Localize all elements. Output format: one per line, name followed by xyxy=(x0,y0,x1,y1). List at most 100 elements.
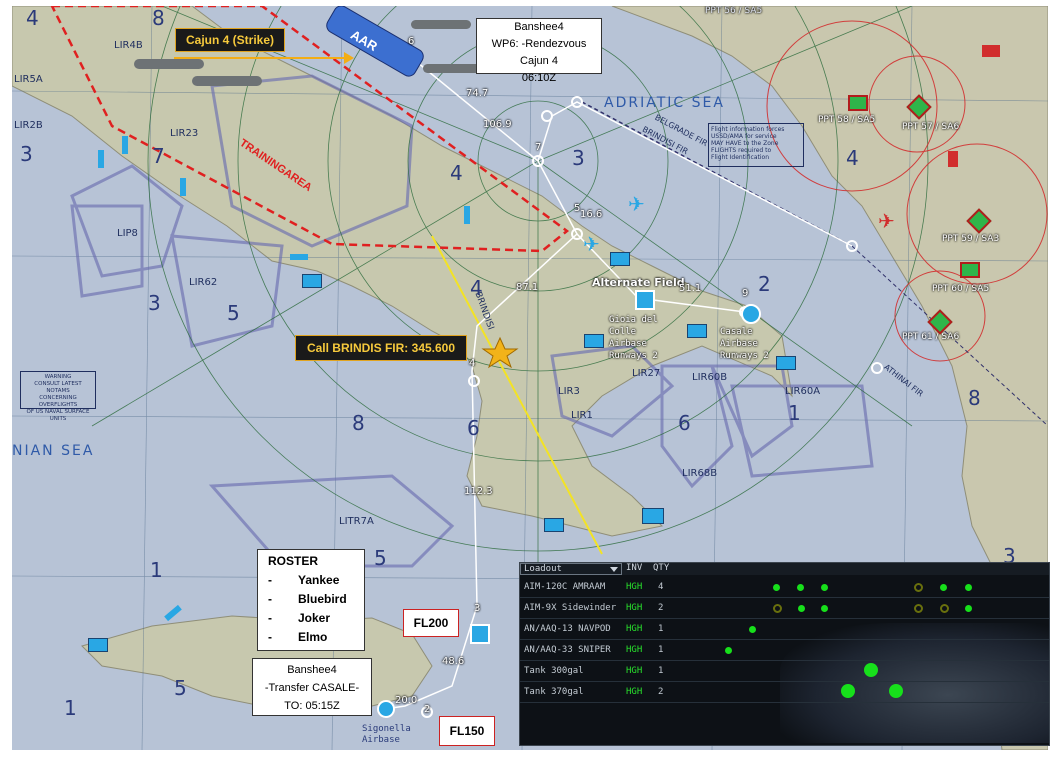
loadout-title: Loadout xyxy=(524,564,562,574)
cajun-strike-label: Cajun 4 (Strike) xyxy=(185,33,275,47)
loadout-row[interactable]: AIM-120C AMRAAM HGH 4 xyxy=(520,577,1049,598)
station-dot[interactable] xyxy=(821,605,828,612)
loadout-row[interactable]: Tank 300gal HGH 1 xyxy=(520,661,1049,682)
waypoint-5: 5 xyxy=(574,203,581,214)
banshee-callsign: Banshee4 xyxy=(287,664,337,676)
airbase-icon[interactable] xyxy=(470,624,490,644)
grid-number: 8 xyxy=(152,6,165,30)
friendly-aircraft-icon[interactable] xyxy=(98,150,104,168)
grid-number: 4 xyxy=(26,6,39,30)
friendly-aircraft-icon[interactable] xyxy=(122,136,128,154)
jet-icon[interactable] xyxy=(134,59,204,69)
jet-icon[interactable] xyxy=(192,76,262,86)
station-dot[interactable] xyxy=(940,584,947,591)
station-dot[interactable] xyxy=(773,604,782,613)
station-dot[interactable] xyxy=(841,684,855,698)
brindisi-fir-callout[interactable]: Call BRINDIS FIR: 345.600 xyxy=(295,335,467,361)
hostile-unit-icon[interactable] xyxy=(982,45,1000,57)
ship-icon[interactable] xyxy=(584,334,604,348)
station-dot[interactable] xyxy=(725,647,732,654)
ship-icon[interactable] xyxy=(642,508,664,524)
store-name: AN/AAQ-33 SNIPER xyxy=(524,645,611,655)
chevron-down-icon xyxy=(610,567,618,572)
banshee-transfer-callout[interactable]: Banshee4 -Transfer CASALE- TO: 05:15Z xyxy=(252,658,372,716)
loadout-row[interactable]: AN/AAQ-13 NAVPOD HGH 1 xyxy=(520,619,1049,640)
station-dot[interactable] xyxy=(965,584,972,591)
ship-icon[interactable] xyxy=(544,518,564,532)
station-dot[interactable] xyxy=(940,604,949,613)
leg-distance: 112.3 xyxy=(464,486,493,497)
station-dot[interactable] xyxy=(749,626,756,633)
ship-icon[interactable] xyxy=(687,324,707,338)
ship-icon[interactable] xyxy=(776,356,796,370)
station-dot[interactable] xyxy=(773,584,780,591)
waypoint-7: 7 xyxy=(535,142,542,153)
friendly-aircraft-icon[interactable] xyxy=(290,254,308,260)
waypoint-3: 3 xyxy=(474,603,481,614)
col-inv-header: INV xyxy=(626,563,643,573)
store-inventory: HGH xyxy=(626,582,643,592)
jet-icon[interactable] xyxy=(423,64,493,73)
ppt-label: PPT 56 / SA5 xyxy=(705,6,763,16)
sam-site-icon[interactable] xyxy=(848,95,868,111)
airbase-icon[interactable] xyxy=(377,700,395,718)
station-dot[interactable] xyxy=(797,584,804,591)
grid-number: 7 xyxy=(152,144,165,168)
cajun-direction-arrow xyxy=(174,57,344,59)
friendly-aircraft-icon[interactable]: ✈ xyxy=(583,232,600,256)
loadout-row[interactable]: AN/AAQ-33 SNIPER HGH 1 xyxy=(520,640,1049,661)
roster-panel: ROSTER -Yankee -Bluebird -Joker -Elmo xyxy=(257,549,365,651)
ppt-label: PPT 57 / SA6 xyxy=(902,122,960,132)
store-name: AN/AAQ-13 NAVPOD xyxy=(524,624,611,634)
station-dot[interactable] xyxy=(821,584,828,591)
ship-icon[interactable] xyxy=(302,274,322,288)
sam-site-icon[interactable] xyxy=(960,262,980,278)
station-dot[interactable] xyxy=(914,583,923,592)
ship-icon[interactable] xyxy=(88,638,108,652)
loadout-dropdown[interactable]: Loadout xyxy=(520,563,622,575)
fl200-label: FL200 xyxy=(403,609,459,637)
station-dot[interactable] xyxy=(965,605,972,612)
airspace-label: LIR3 xyxy=(558,386,580,397)
friendly-aircraft-icon[interactable]: ✈ xyxy=(628,192,645,216)
loadout-row[interactable]: Tank 370gal HGH 2 xyxy=(520,682,1049,703)
hostile-aircraft-icon[interactable]: ✈ xyxy=(878,209,895,233)
bearing-line xyxy=(431,235,603,555)
banshee-rendezvous-callout[interactable]: Banshee4 WP6: -Rendezvous Cajun 4 06:10Z xyxy=(476,18,602,84)
ship-icon[interactable] xyxy=(610,252,630,266)
cajun-strike-callout[interactable]: Cajun 4 (Strike) xyxy=(175,28,285,52)
station-dot[interactable] xyxy=(864,663,878,677)
loadout-row[interactable]: AIM-9X Sidewinder HGH 2 xyxy=(520,598,1049,619)
grid-number: 8 xyxy=(968,386,981,410)
grid-number: 4 xyxy=(846,146,859,170)
airspace-polygons xyxy=(70,74,874,568)
station-dot[interactable] xyxy=(798,605,805,612)
store-quantity: 2 xyxy=(658,687,664,697)
airbase-icon[interactable] xyxy=(635,290,655,310)
friendly-aircraft-icon[interactable] xyxy=(180,178,186,196)
roster-item: -Bluebird xyxy=(268,592,347,606)
station-dot[interactable] xyxy=(889,684,903,698)
jet-icon[interactable] xyxy=(411,20,471,29)
friendly-aircraft-icon[interactable] xyxy=(464,206,470,224)
store-inventory: HGH xyxy=(626,645,643,655)
banshee-callsign: Banshee4 xyxy=(514,21,564,33)
leg-distance: 87.1 xyxy=(516,282,539,293)
store-inventory: HGH xyxy=(626,666,643,676)
hostile-unit-icon[interactable] xyxy=(948,151,958,167)
airspace-label: LIR1 xyxy=(571,410,593,421)
range-rings xyxy=(91,6,929,646)
station-dot[interactable] xyxy=(914,604,923,613)
loadout-panel[interactable]: Loadout INV QTY AIM-120C AMRAAM HGH 4 AI… xyxy=(519,562,1050,746)
airspace-label: LIR27 xyxy=(632,368,661,379)
cajun-arrow-head xyxy=(344,52,354,64)
leg-distance: 16.6 xyxy=(580,209,603,220)
grid-number: 3 xyxy=(148,291,161,315)
store-quantity: 2 xyxy=(658,603,664,613)
airbase-icon[interactable] xyxy=(741,304,761,324)
grid-number: 6 xyxy=(467,416,480,440)
